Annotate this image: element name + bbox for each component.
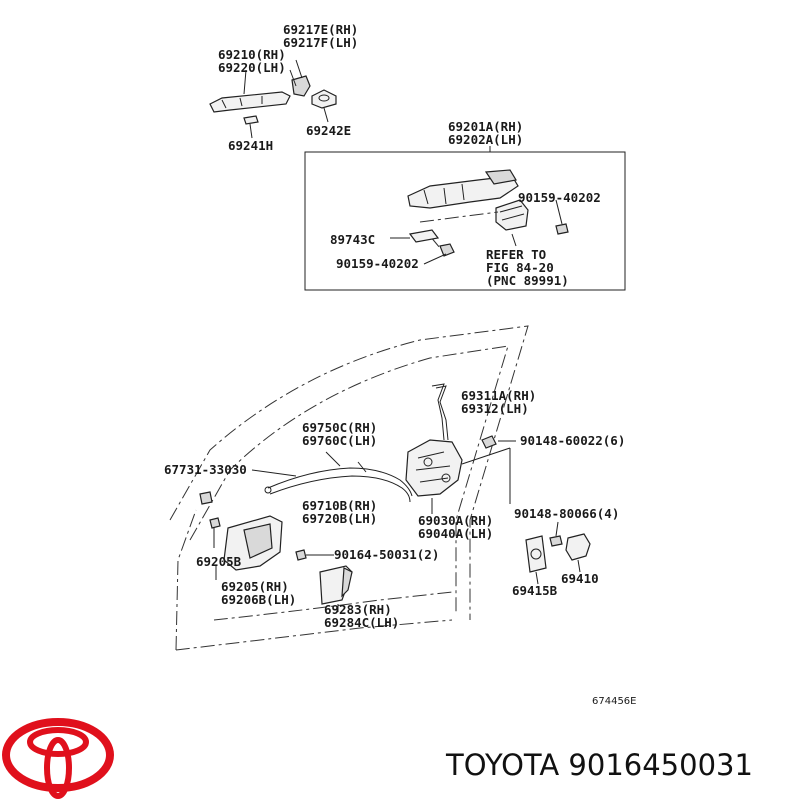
label-69720b: 69720B(LH) [302, 511, 377, 526]
figure-number: 674456E [592, 696, 637, 707]
label-69210: 69210(RH) [218, 47, 286, 62]
label-67731: 67731-33030 [164, 462, 247, 477]
label-refer-pnc: (PNC 89991) [486, 273, 569, 288]
label-69241h: 69241H [228, 138, 273, 153]
label-69311a: 69311A(RH) [461, 388, 536, 403]
label-69217e: 69217E(RH) [283, 22, 358, 37]
label-90148-upper: 90148-60022(6) [520, 433, 625, 448]
label-69202a: 69202A(LH) [448, 132, 523, 147]
label-69217f: 69217F(LH) [283, 35, 358, 50]
label-69312: 69312(LH) [461, 401, 529, 416]
lock-assembly [199, 383, 516, 514]
label-69284c: 69284C(LH) [324, 615, 399, 630]
label-69220: 69220(LH) [218, 60, 286, 75]
label-refer-to: REFER TO [486, 247, 546, 262]
label-69205b: 69205B [196, 554, 242, 569]
label-89743c: 89743C [330, 232, 375, 247]
label-90159-lower: 90159-40202 [336, 256, 419, 271]
label-90148-lower: 90148-80066(4) [514, 506, 619, 521]
label-90159-upper: 90159-40202 [518, 190, 601, 205]
label-69040a: 69040A(LH) [418, 526, 493, 541]
label-69205: 69205(RH) [221, 579, 289, 594]
door-outline [169, 325, 529, 651]
label-69750c: 69750C(RH) [302, 420, 377, 435]
outside-handle-group [209, 59, 337, 139]
label-69030a: 69030A(RH) [418, 513, 493, 528]
toyota-logo-icon [2, 718, 114, 799]
label-69201a: 69201A(RH) [448, 119, 523, 134]
label-90164: 90164-50031(2) [334, 547, 439, 562]
label-69242e: 69242E [306, 123, 351, 138]
label-69283: 69283(RH) [324, 602, 392, 617]
inside-handle-group [209, 515, 591, 612]
handle-frame-assembly [304, 146, 626, 291]
label-69710b: 69710B(RH) [302, 498, 377, 513]
label-refer-fig: FIG 84-20 [486, 260, 554, 275]
label-69415b: 69415B [512, 583, 558, 598]
brand-caption: TOYOTA 9016450031 [445, 748, 753, 782]
label-69206b: 69206B(LH) [221, 592, 296, 607]
label-69760c: 69760C(LH) [302, 433, 377, 448]
label-69410: 69410 [561, 571, 599, 586]
